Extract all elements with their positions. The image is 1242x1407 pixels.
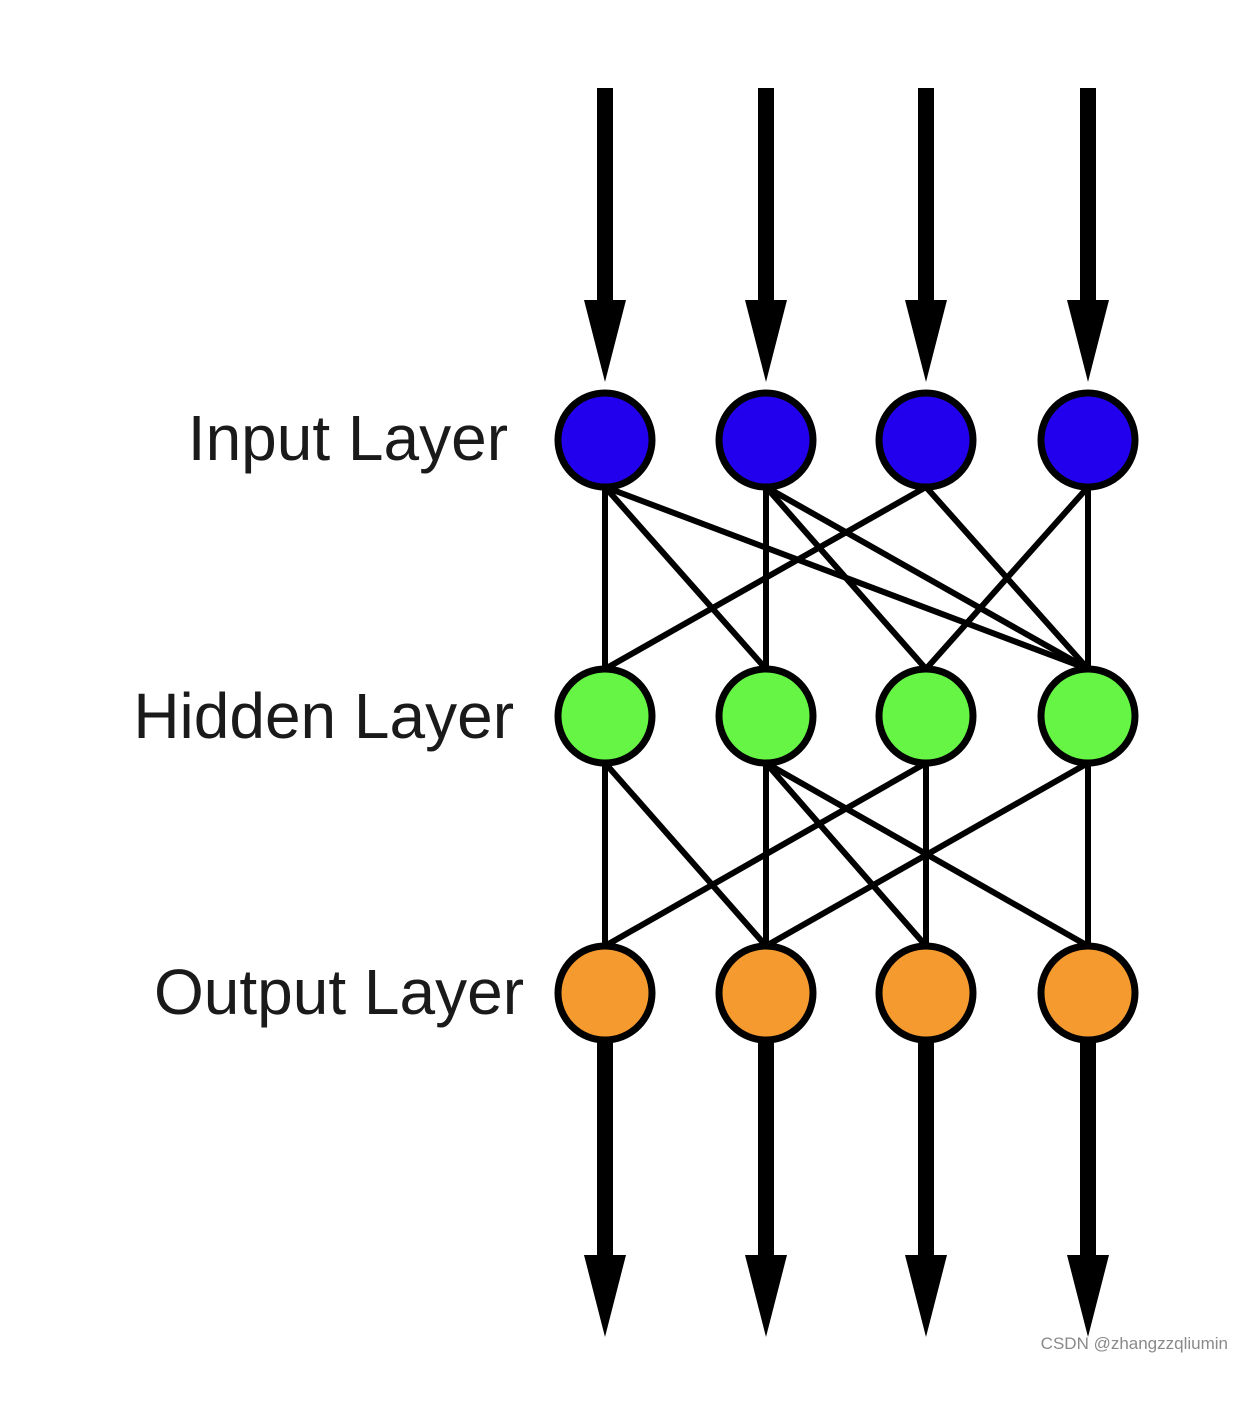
output-arrow-1 bbox=[584, 1040, 626, 1337]
output-arrow-1-head bbox=[584, 1255, 626, 1337]
input-layer-label: Input Layer bbox=[187, 402, 508, 474]
input-hidden-edge-0-1 bbox=[602, 484, 769, 672]
hidden-output-edge-2-0 bbox=[602, 760, 929, 949]
output-neuron-4 bbox=[1037, 942, 1139, 1044]
neurons bbox=[554, 389, 1139, 1044]
hidden-output-edge-0-1 bbox=[602, 760, 769, 949]
input-arrow-2-head bbox=[745, 300, 787, 382]
input-arrow-4-head bbox=[1067, 300, 1109, 382]
input-neuron-2 bbox=[715, 389, 817, 491]
input-arrow-4 bbox=[1067, 88, 1109, 382]
hidden-output-edge-1-2 bbox=[763, 760, 929, 949]
input-neuron-1 bbox=[554, 389, 656, 491]
output-arrow-3 bbox=[905, 1040, 947, 1337]
output-arrow-2-head bbox=[745, 1255, 787, 1337]
output-arrow-4 bbox=[1067, 1040, 1109, 1337]
input-arrow-1 bbox=[584, 88, 626, 382]
hidden-neuron-4 bbox=[1037, 665, 1139, 767]
input-hidden-edge-2-0 bbox=[602, 484, 929, 672]
input-arrow-2 bbox=[745, 88, 787, 382]
hidden-neuron-2 bbox=[715, 665, 817, 767]
hidden-neuron-1 bbox=[554, 665, 656, 767]
output-neuron-3 bbox=[875, 942, 977, 1044]
output-neuron-1 bbox=[554, 942, 656, 1044]
input-neuron-3 bbox=[875, 389, 977, 491]
watermark: CSDN @zhangzzqliumin bbox=[1040, 1334, 1228, 1353]
input-hidden-edge-1-3 bbox=[763, 484, 1091, 672]
input-hidden-edge-3-2 bbox=[923, 484, 1091, 672]
input-neuron-4 bbox=[1037, 389, 1139, 491]
input-arrow-1-head bbox=[584, 300, 626, 382]
hidden-output-edge-3-1 bbox=[763, 760, 1091, 949]
output-layer-label: Output Layer bbox=[154, 956, 524, 1028]
output-arrow-2 bbox=[745, 1040, 787, 1337]
input-hidden-edge-1-2 bbox=[763, 484, 929, 672]
output-arrow-3-head bbox=[905, 1255, 947, 1337]
connection-edges bbox=[602, 484, 1091, 949]
hidden-layer-label: Hidden Layer bbox=[133, 680, 514, 752]
output-arrow-4-head bbox=[1067, 1255, 1109, 1337]
input-arrow-3-head bbox=[905, 300, 947, 382]
output-neuron-2 bbox=[715, 942, 817, 1044]
input-arrow-3 bbox=[905, 88, 947, 382]
hidden-neuron-3 bbox=[875, 665, 977, 767]
io-arrows bbox=[584, 88, 1109, 1337]
